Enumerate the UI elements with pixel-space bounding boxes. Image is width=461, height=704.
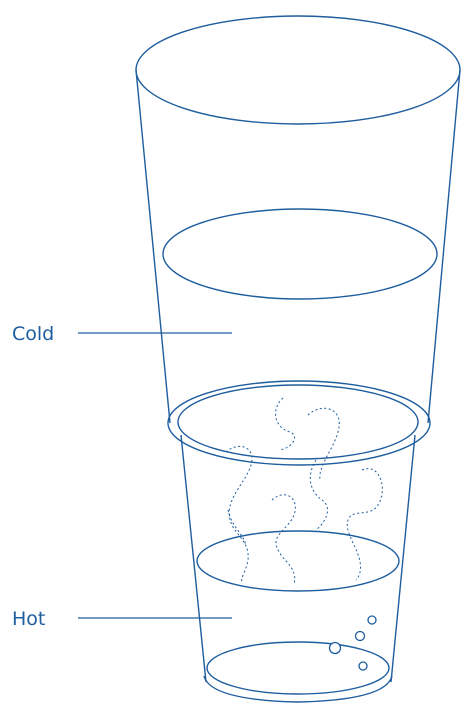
bubble-1 <box>368 616 376 624</box>
swirl-6 <box>310 460 327 530</box>
cold-water-surface <box>163 209 437 299</box>
bubble-3 <box>330 643 341 654</box>
swirl-5 <box>272 495 295 584</box>
hot-label: Hot <box>12 608 45 630</box>
hot-glass <box>178 385 418 702</box>
cold-label: Cold <box>12 323 54 345</box>
hot-glass-left-wall <box>181 435 206 682</box>
bubbles <box>330 616 377 670</box>
swirl-4 <box>347 469 382 580</box>
bubble-2 <box>356 632 365 641</box>
cold-glass-base <box>168 381 430 465</box>
hot-glass-right-wall <box>391 435 415 682</box>
cold-glass <box>136 16 460 465</box>
hot-glass-base-curve <box>204 676 392 702</box>
swirl-3 <box>226 446 252 583</box>
bubble-4 <box>359 662 367 670</box>
cold-glass-rim <box>136 16 460 124</box>
swirl-7 <box>228 510 246 546</box>
swirl-1 <box>276 398 295 450</box>
cold-label-group: Cold <box>12 323 232 345</box>
hot-water-surface <box>197 531 399 591</box>
swirl-2 <box>308 408 339 480</box>
cold-glass-right-wall <box>428 70 460 423</box>
hot-glass-rim <box>178 385 418 459</box>
convection-swirls <box>226 398 382 584</box>
